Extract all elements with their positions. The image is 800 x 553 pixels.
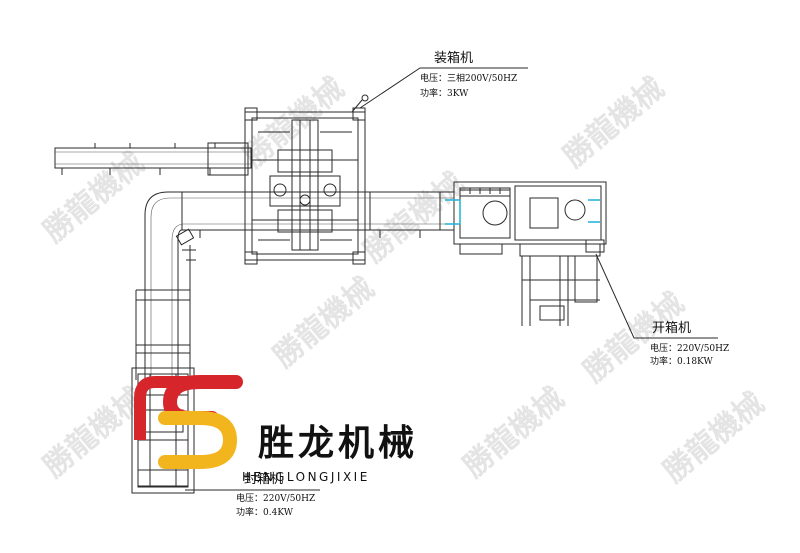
brand-name: 胜龙机械 HENGLONGJIXIE [242, 423, 418, 484]
packer-voltage: 电压：三相200V/50HZ [420, 72, 517, 84]
callout-packing-machine: 装箱机 电压：三相200V/50HZ 功率：3KW [359, 50, 528, 109]
brand-logo-mark [134, 375, 243, 469]
watermark-text: 勝龍機械 [557, 71, 671, 175]
packing-machine [244, 94, 369, 265]
watermark-text: 勝龍機械 [657, 386, 771, 490]
brand-name-cn: 胜龙机械 [258, 423, 418, 464]
erector-power: 功率：0.18KW [650, 355, 713, 367]
watermark-text: 勝龍機械 [37, 146, 151, 250]
brand-name-pinyin: HENGLONGJIXIE [242, 470, 370, 484]
packer-name: 装箱机 [434, 50, 473, 66]
packer-power: 功率：3KW [420, 87, 469, 99]
erector-voltage: 电压：220V/50HZ [650, 342, 729, 354]
watermark-text: 勝龍機械 [267, 271, 381, 375]
sealer-name: 封箱机 [244, 471, 283, 487]
watermark-text: 勝龍機械 [37, 381, 151, 485]
watermark-text: 勝龍機械 [457, 381, 571, 485]
watermark-text: 勝龍機械 [237, 71, 351, 175]
infeed-conveyor [54, 142, 252, 176]
sealer-power: 功率：0.4KW [236, 506, 294, 518]
corner-conveyor [135, 191, 196, 380]
callout-case-sealer: 封箱机 电压：220V/50HZ 功率：0.4KW [185, 471, 320, 518]
sealer-voltage: 电压：220V/50HZ [236, 492, 315, 504]
box-erector [445, 181, 607, 326]
erector-name: 开箱机 [652, 320, 691, 336]
callout-box-erector: 开箱机 电压：220V/50HZ 功率：0.18KW [595, 253, 729, 367]
